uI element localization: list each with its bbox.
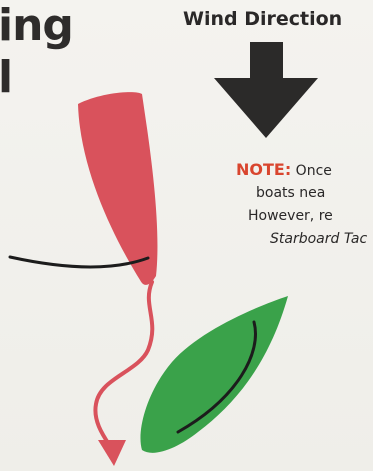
wind-direction-arrow-icon bbox=[214, 42, 318, 138]
note-label: NOTE: bbox=[236, 160, 291, 179]
red-boat-hull bbox=[78, 92, 157, 285]
green-boat-hull bbox=[140, 296, 288, 453]
red-track-arrowhead-icon bbox=[98, 440, 126, 466]
note-line-3: However, re bbox=[248, 206, 333, 226]
red-boat-sail bbox=[10, 257, 148, 267]
note-line-2: boats nea bbox=[256, 183, 325, 203]
note-line-1-text: Once bbox=[291, 163, 332, 179]
note-line-4: Starboard Tac bbox=[270, 229, 367, 249]
note-line-1: NOTE: Once bbox=[236, 160, 332, 181]
